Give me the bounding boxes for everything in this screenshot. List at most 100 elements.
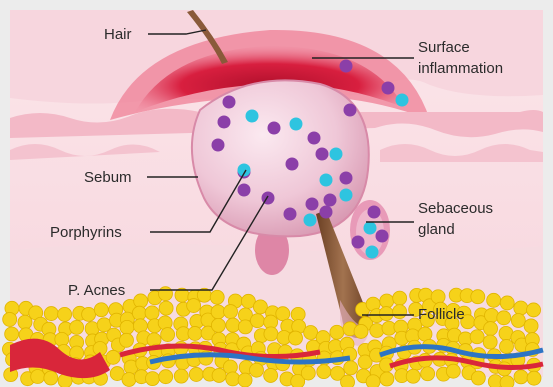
fat-cell bbox=[119, 333, 133, 347]
label-hair: Hair bbox=[104, 26, 132, 43]
porphyrin-dot bbox=[364, 222, 377, 235]
fat-cell bbox=[210, 290, 224, 304]
fat-cell bbox=[94, 303, 108, 317]
porphyrin-dot bbox=[340, 189, 353, 202]
fat-cell bbox=[500, 376, 514, 387]
fat-cell bbox=[527, 303, 541, 317]
fat-cell bbox=[344, 361, 358, 375]
p-acnes-dot bbox=[340, 172, 353, 185]
p-acnes-dot bbox=[238, 184, 251, 197]
fat-cell bbox=[431, 290, 445, 304]
fat-cell bbox=[250, 314, 264, 328]
fat-cell bbox=[264, 368, 278, 382]
fat-cell bbox=[226, 318, 240, 332]
p-acnes-dot bbox=[308, 132, 321, 145]
porphyrin-dot bbox=[290, 118, 303, 131]
fat-cell bbox=[499, 339, 513, 353]
fat-cell bbox=[44, 307, 58, 321]
fat-cell bbox=[366, 375, 380, 387]
fat-cell bbox=[158, 287, 172, 301]
fat-cell bbox=[393, 291, 407, 305]
label-sebum: Sebum bbox=[84, 169, 132, 186]
fat-cell bbox=[188, 326, 202, 340]
p-acnes-dot bbox=[344, 104, 357, 117]
p-acnes-dot bbox=[316, 148, 329, 161]
p-acnes-dot bbox=[376, 230, 389, 243]
fat-cell bbox=[211, 305, 225, 319]
fat-cell bbox=[500, 296, 514, 310]
label-p-acnes: P. Acnes bbox=[68, 282, 125, 299]
fat-cell bbox=[487, 293, 501, 307]
p-acnes-dot bbox=[306, 198, 319, 211]
fat-cell bbox=[18, 315, 32, 329]
fat-cell bbox=[187, 299, 201, 313]
fat-cell bbox=[189, 367, 203, 381]
fat-cell bbox=[406, 369, 420, 383]
fat-cell bbox=[379, 307, 393, 321]
fat-cell bbox=[122, 372, 136, 386]
fat-cell bbox=[484, 322, 498, 336]
sebum-pimple bbox=[192, 80, 369, 236]
fat-cell bbox=[132, 306, 146, 320]
fat-cell bbox=[317, 365, 331, 379]
fat-cell bbox=[238, 373, 252, 387]
porphyrin-dot bbox=[396, 94, 409, 107]
porphyrin-dot bbox=[366, 246, 379, 259]
fat-cell bbox=[470, 330, 484, 344]
fat-cell bbox=[159, 370, 173, 384]
p-acnes-dot bbox=[352, 236, 365, 249]
fat-cell bbox=[421, 367, 435, 381]
fat-cell bbox=[120, 320, 134, 334]
fat-cell bbox=[304, 325, 318, 339]
fat-cell bbox=[524, 319, 538, 333]
label-surface-line2: inflammation bbox=[418, 60, 503, 77]
label-sebaceous-line2: gland bbox=[418, 221, 455, 238]
p-acnes-dot bbox=[382, 82, 395, 95]
p-acnes-dot bbox=[368, 206, 381, 219]
fat-cell bbox=[289, 331, 303, 345]
fat-cell bbox=[370, 323, 384, 337]
label-porphyrins: Porphyrins bbox=[50, 224, 122, 241]
porphyrin-dot bbox=[304, 214, 317, 227]
fat-cell bbox=[483, 335, 497, 349]
p-acnes-dot bbox=[284, 208, 297, 221]
fat-cell bbox=[55, 332, 69, 346]
fat-cell bbox=[211, 318, 225, 332]
porphyrin-dot bbox=[246, 110, 259, 123]
fat-cell bbox=[5, 327, 19, 341]
fat-cell bbox=[380, 372, 394, 386]
label-sebaceous-line1: Sebaceous bbox=[418, 200, 493, 217]
fat-cell bbox=[3, 312, 17, 326]
label-follicle: Follicle bbox=[418, 306, 465, 323]
fat-cell bbox=[497, 311, 511, 325]
fat-cell bbox=[471, 290, 485, 304]
fat-cell bbox=[301, 366, 315, 380]
p-acnes-dot bbox=[218, 116, 231, 129]
fat-cell bbox=[527, 371, 541, 385]
fat-cell bbox=[161, 328, 175, 342]
fat-cell bbox=[276, 307, 290, 321]
fat-cell bbox=[159, 301, 173, 315]
fat-cell bbox=[82, 307, 96, 321]
porphyrin-dot bbox=[330, 148, 343, 161]
fat-cell bbox=[134, 294, 148, 308]
fat-cell bbox=[70, 320, 84, 334]
fat-cell bbox=[471, 371, 485, 385]
fat-cell bbox=[511, 313, 525, 327]
fat-cell bbox=[264, 327, 278, 341]
p-acnes-dot bbox=[320, 206, 333, 219]
fat-cell bbox=[330, 325, 344, 339]
fat-cell bbox=[250, 363, 264, 377]
p-acnes-dot bbox=[286, 158, 299, 171]
p-acnes-dot bbox=[268, 122, 281, 135]
fat-cell bbox=[341, 375, 355, 387]
p-acnes-dot bbox=[340, 60, 353, 73]
fat-cell bbox=[514, 370, 528, 384]
p-acnes-dot bbox=[223, 96, 236, 109]
fat-cell bbox=[514, 301, 528, 315]
p-acnes-dot bbox=[324, 194, 337, 207]
fat-cell bbox=[393, 305, 407, 319]
fat-cell bbox=[58, 307, 72, 321]
